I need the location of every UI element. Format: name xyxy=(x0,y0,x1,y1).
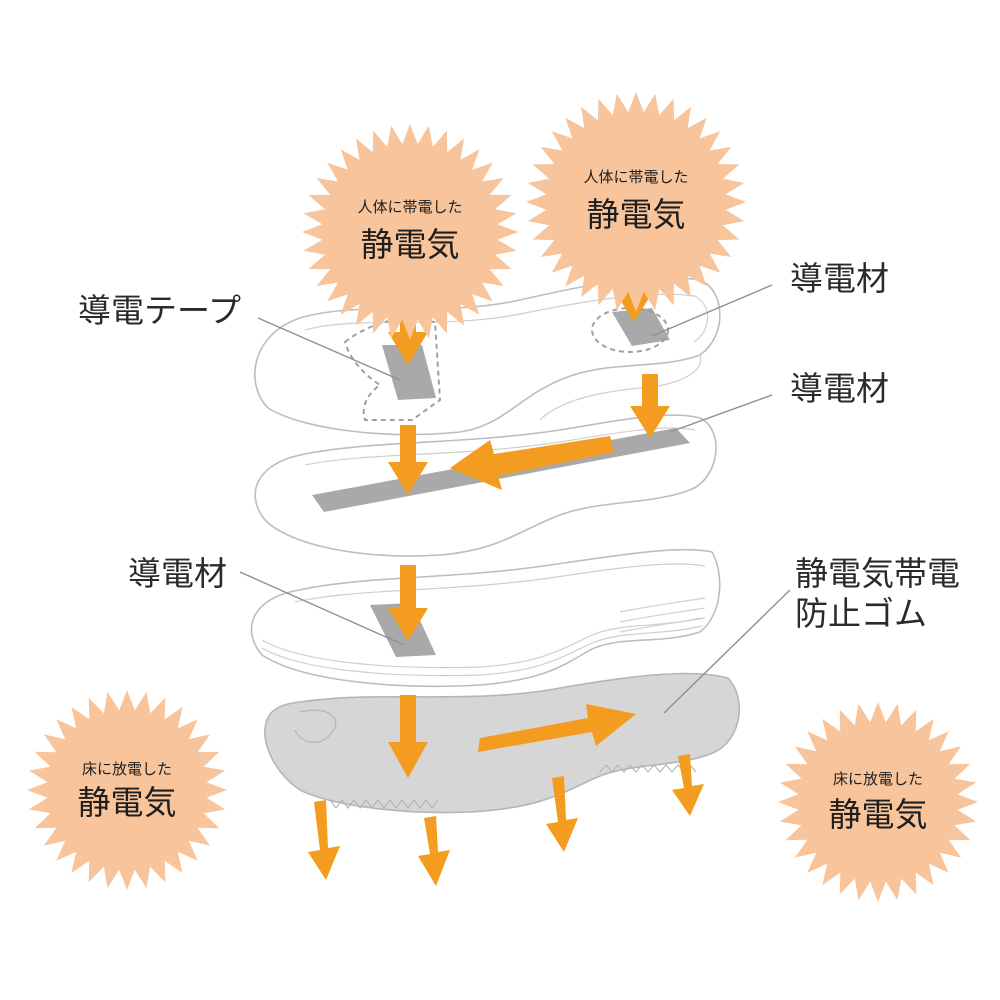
label-antistatic-rubber-line2: 防止ゴム xyxy=(795,594,927,633)
midsole-layer xyxy=(254,414,717,557)
label-conductive-material-bottom: 導電材 xyxy=(128,554,227,593)
label-conductive-material-top: 導電材 xyxy=(790,259,889,298)
conductive-tape-strip xyxy=(382,345,436,400)
burst-charged-right: 人体に帯電した 静電気 xyxy=(526,92,746,312)
burst-line2: 静電気 xyxy=(829,795,928,834)
starburst-shape xyxy=(526,92,746,312)
label-conductive-tape: 導電テープ xyxy=(78,291,241,330)
burst-line1: 人体に帯電した xyxy=(583,168,688,186)
arrow-left xyxy=(450,436,614,490)
leader-lines xyxy=(239,284,791,714)
heel-conductive-strip xyxy=(612,308,670,346)
arrow-right xyxy=(478,704,636,752)
heel-conductive-outline xyxy=(591,307,669,353)
arrow-down xyxy=(630,374,670,438)
burst-line1: 床に放電した xyxy=(82,760,172,778)
arrow-down xyxy=(388,695,428,778)
arrow-down xyxy=(388,565,428,641)
label-antistatic-rubber-line1: 静電気帯電 xyxy=(795,554,960,593)
burst-line2: 静電気 xyxy=(361,225,460,264)
arrow-down xyxy=(388,425,428,495)
arrow-discharge xyxy=(418,816,450,886)
label-conductive-material-mid: 導電材 xyxy=(790,369,889,408)
arrow-discharge xyxy=(308,800,340,880)
burst-discharged-right: 床に放電した 静電気 xyxy=(778,702,978,902)
burst-line2: 静電気 xyxy=(78,783,177,822)
conductive-tape-outline xyxy=(343,318,442,421)
outsole-cup-layer xyxy=(250,548,721,688)
starburst-shape xyxy=(302,124,518,340)
starburst-shape xyxy=(778,702,978,902)
arrow-discharge xyxy=(546,776,578,852)
burst-line1: 人体に帯電した xyxy=(357,198,462,216)
arrow-discharge xyxy=(672,754,704,816)
insole-layer xyxy=(254,276,721,436)
burst-discharged-left: 床に放電した 静電気 xyxy=(27,690,227,890)
burst-line1: 床に放電した xyxy=(833,770,923,788)
burst-line2: 静電気 xyxy=(587,195,686,234)
starburst-shape xyxy=(27,690,227,890)
burst-charged-left: 人体に帯電した 静電気 xyxy=(302,124,518,340)
